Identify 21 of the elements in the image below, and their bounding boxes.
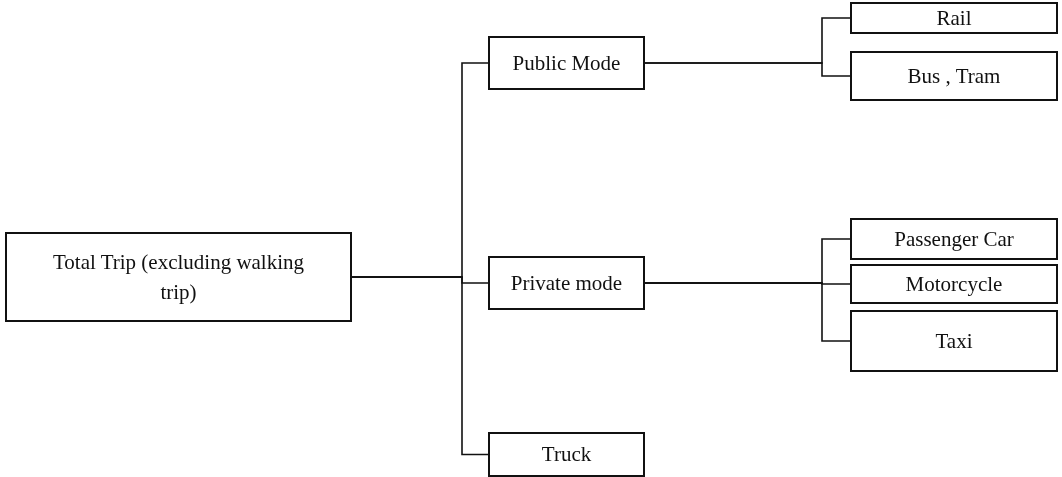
process-box	[850, 51, 1058, 101]
process-box	[850, 2, 1058, 34]
box-label: Total Trip (excluding walking trip)	[51, 248, 306, 306]
box-label: Private mode	[510, 269, 623, 297]
connector-line	[644, 62, 851, 77]
box-label: Bus , Tram	[907, 62, 1001, 90]
process-box	[488, 432, 645, 477]
box-label: Motorcycle	[905, 270, 1003, 298]
process-box	[488, 256, 645, 310]
process-box	[850, 218, 1058, 260]
box-label: Public Mode	[512, 49, 621, 77]
box-label: Taxi	[935, 327, 973, 355]
connector-line	[644, 282, 851, 342]
process-box	[850, 310, 1058, 372]
process-box	[850, 264, 1058, 304]
process-box	[488, 36, 645, 90]
process-box	[5, 232, 352, 322]
box-label: Passenger Car	[894, 225, 1014, 253]
box-label: Rail	[936, 4, 972, 32]
box-label: Truck	[541, 441, 592, 469]
connector-line	[351, 276, 489, 456]
